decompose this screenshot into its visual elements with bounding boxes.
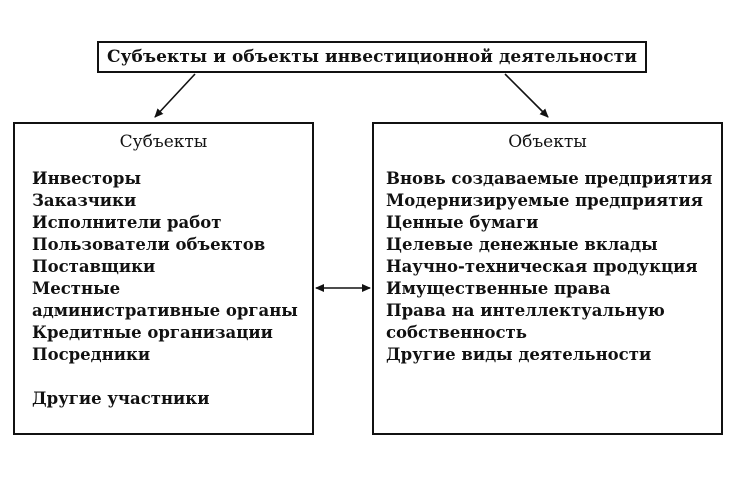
- subjects-list-item: Пользователи объектов: [32, 235, 266, 254]
- objects-panel: Объекты Вновь создаваемые предприятия Мо…: [372, 122, 723, 435]
- objects-list-item: собственность: [386, 323, 527, 342]
- subjects-list: Инвесторы Заказчики Исполнители работ По…: [32, 168, 298, 410]
- objects-heading: Объекты: [508, 132, 587, 152]
- subjects-list-item: Кредитные организации: [32, 323, 273, 342]
- objects-list-item: Модернизируемые предприятия: [386, 191, 703, 210]
- subjects-panel: Субъекты Инвесторы Заказчики Исполнители…: [13, 122, 314, 435]
- objects-list-item: Научно-техническая продукция: [386, 257, 698, 276]
- objects-list-item: Целевые денежные вклады: [386, 235, 658, 254]
- subjects-list-item-last: Другие участники: [32, 389, 210, 408]
- arrow-to-objects: [504, 73, 549, 118]
- subjects-list-item: Заказчики: [32, 191, 137, 210]
- subjects-list-item: Инвесторы: [32, 169, 141, 188]
- objects-list-item: Имущественные права: [386, 279, 611, 298]
- arrow-to-subjects: [154, 73, 196, 118]
- objects-list-item: Другие виды деятельности: [386, 345, 652, 364]
- subjects-list-item: Поставщики: [32, 257, 156, 276]
- diagram-title: Субъекты и объекты инвестиционной деятел…: [97, 41, 647, 73]
- subjects-list-item: Исполнители работ: [32, 213, 222, 232]
- diagram-title-text: Субъекты и объекты инвестиционной деятел…: [106, 47, 638, 67]
- objects-list-item: Вновь создаваемые предприятия: [386, 169, 713, 188]
- subjects-list-item: административные органы: [32, 301, 298, 320]
- objects-list-item: Права на интеллектуальную: [386, 301, 665, 320]
- subjects-heading: Субъекты: [119, 132, 208, 152]
- objects-list: Вновь создаваемые предприятия Модернизир…: [386, 168, 712, 366]
- subjects-list-item: Посредники: [32, 345, 151, 364]
- subjects-list-item: Местные: [32, 279, 121, 298]
- objects-list-item: Ценные бумаги: [386, 213, 539, 232]
